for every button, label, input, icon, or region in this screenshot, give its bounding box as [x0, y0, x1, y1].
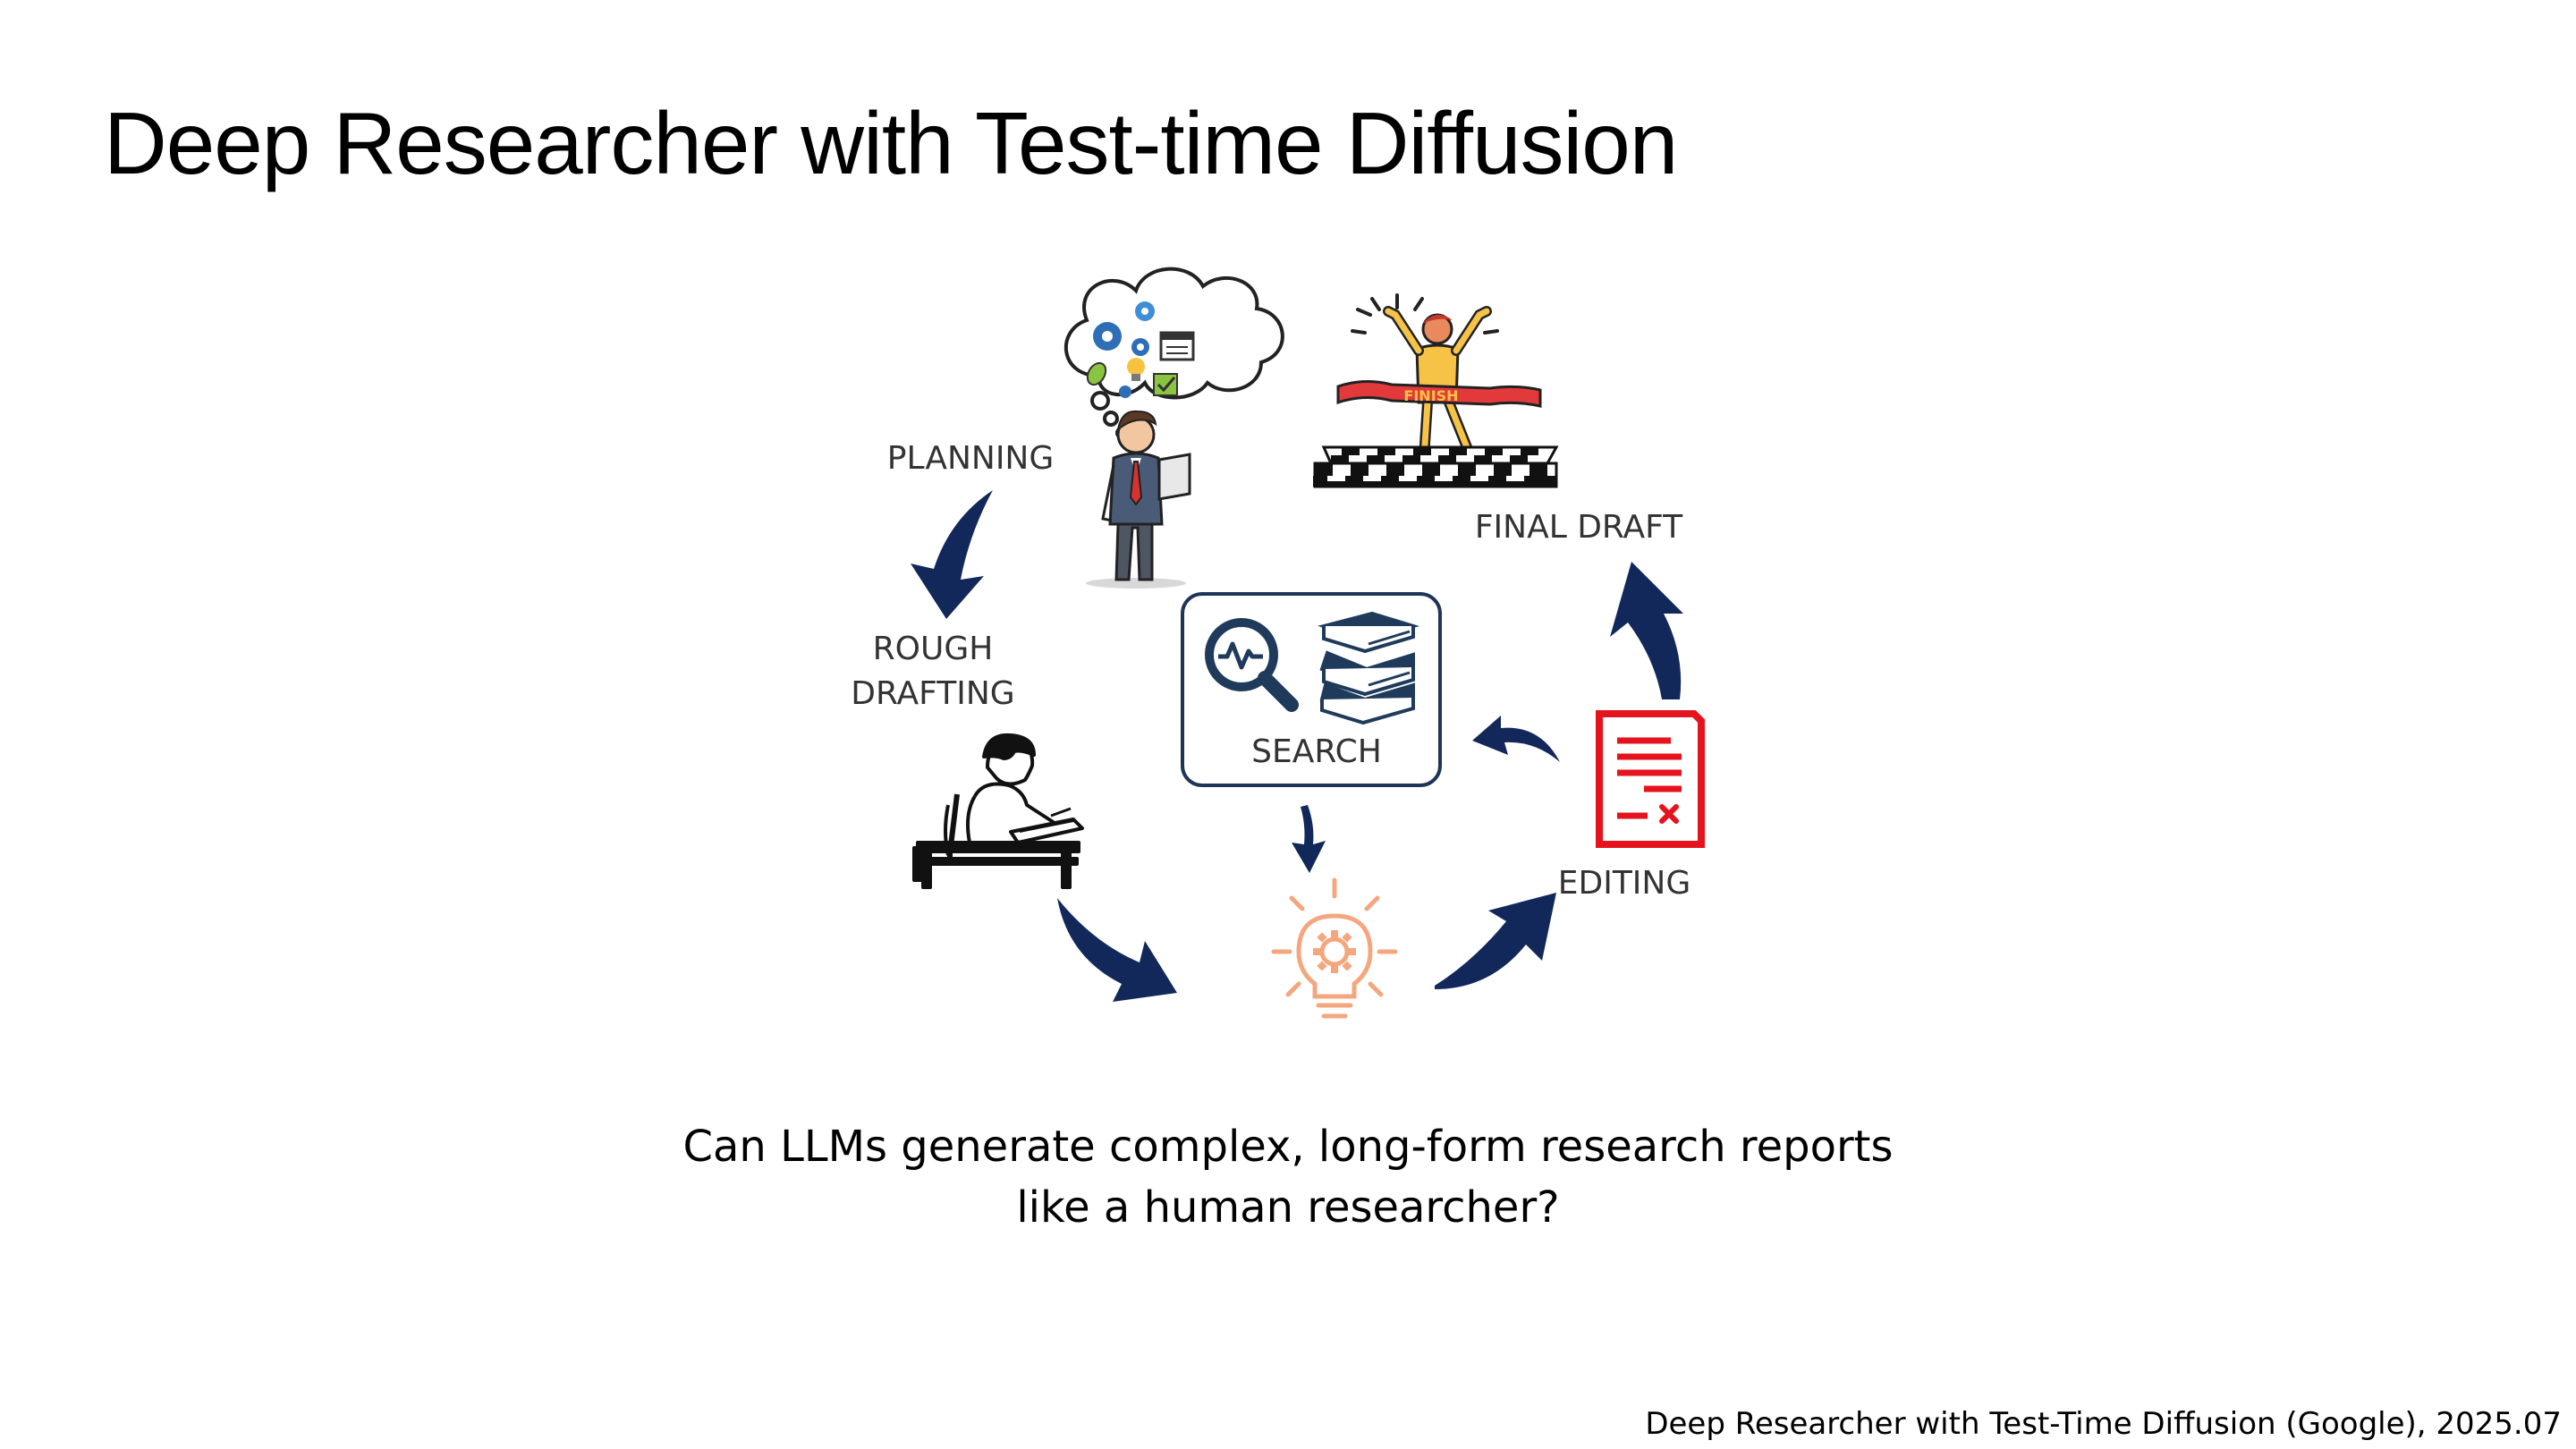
arrow-editing-to-search [1472, 716, 1560, 762]
rough-drafting-writer-icon [914, 735, 1082, 887]
rough-drafting-label-line2: DRAFTING [851, 675, 1014, 712]
final-draft-finish-line-icon: FINISH [1313, 295, 1556, 487]
books-stack-icon [1322, 614, 1413, 723]
arrow-editing-to-final-draft [1610, 562, 1683, 699]
arrow-planning-to-drafting [911, 490, 993, 619]
cloud-calendar-icon [1161, 333, 1193, 360]
final-draft-label: FINAL DRAFT [1475, 509, 1683, 546]
question-line-1: Can LLMs generate complex, long-form res… [0, 1116, 2576, 1177]
search-box: SEARCH [1182, 594, 1440, 785]
arrow-search-to-idea [1292, 805, 1326, 873]
question-line-2: like a human researcher? [0, 1177, 2576, 1238]
research-question: Can LLMs generate complex, long-form res… [0, 1116, 2576, 1238]
rough-drafting-label-line1: ROUGH [873, 631, 994, 667]
cloud-checkbox-icon [1154, 374, 1177, 395]
lightbulb-gear-icon [1274, 880, 1395, 1016]
finish-banner-text: FINISH [1403, 387, 1458, 404]
search-label: SEARCH [1251, 733, 1382, 770]
editing-label: EDITING [1558, 865, 1691, 902]
planning-businessman-icon [1066, 269, 1283, 589]
arrow-drafting-to-idea [1057, 898, 1177, 1002]
editing-document-icon [1599, 714, 1701, 844]
source-citation: Deep Researcher with Test-Time Diffusion… [1645, 1406, 2562, 1442]
checkered-floor-icon [1313, 447, 1556, 487]
planning-label: PLANNING [887, 440, 1055, 477]
arrow-idea-to-editing [1435, 893, 1556, 989]
